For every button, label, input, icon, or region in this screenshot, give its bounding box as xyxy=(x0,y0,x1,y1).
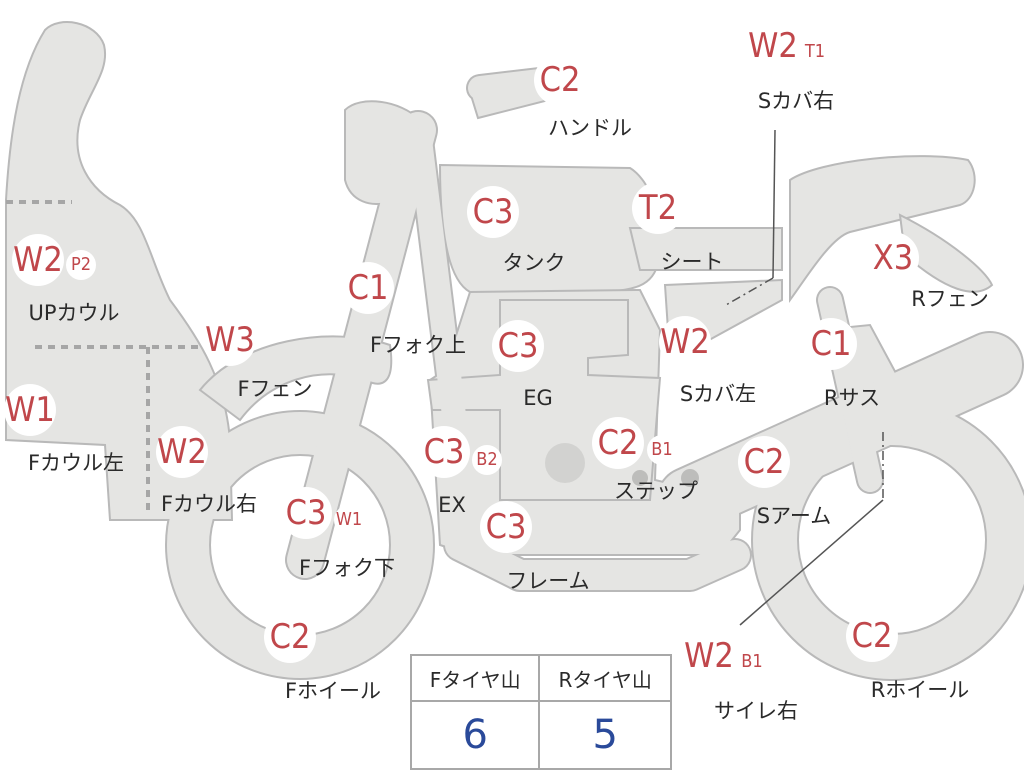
label-front-fork-lower: Fフォク下 xyxy=(298,556,396,580)
label-silencer-right: サイレ右 xyxy=(714,699,798,723)
sub-grade-silencer-right: B1 xyxy=(737,647,767,677)
sub-grade-step: B1 xyxy=(647,435,677,465)
grade-cowl-left: W1 xyxy=(4,384,56,436)
label-engine: EG xyxy=(523,386,553,410)
label-rear-fender: Rフェン xyxy=(911,287,989,311)
sub-grade-side-cover-right: T1 xyxy=(800,37,830,67)
grade-tank: C3 xyxy=(467,186,519,238)
grade-seat: T2 xyxy=(632,182,684,234)
label-step: ステップ xyxy=(614,479,698,503)
label-seat: シート xyxy=(660,250,724,274)
label-frame: フレーム xyxy=(506,569,590,593)
sub-grade-front-fork-lower: W1 xyxy=(334,505,364,535)
grade-silencer-right: W2 xyxy=(683,630,735,682)
grade-front-fork-upper: C1 xyxy=(342,262,394,314)
label-front-fork-upper: Fフォク上 xyxy=(369,333,467,357)
sub-grade-exhaust: B2 xyxy=(472,445,502,475)
grade-front-fender: W3 xyxy=(204,314,256,366)
grade-frame: C3 xyxy=(480,501,532,553)
grade-front-wheel: C2 xyxy=(264,611,316,663)
grade-exhaust: C3 xyxy=(418,426,470,478)
label-cowl-left: Fカウル左 xyxy=(27,451,125,475)
label-side-cover-left: Sカバ左 xyxy=(679,382,757,406)
tire-tread-table: Fタイヤ山 Rタイヤ山 6 5 xyxy=(409,654,672,770)
label-rear-wheel: Rホイール xyxy=(870,678,970,702)
rear-tread-header: Rタイヤ山 xyxy=(538,654,672,702)
grade-swing-arm: C2 xyxy=(738,436,790,488)
grade-rear-wheel: C2 xyxy=(846,610,898,662)
label-side-cover-right: Sカバ右 xyxy=(757,89,835,113)
grade-handlebar: C2 xyxy=(534,54,586,106)
grade-side-cover-right: W2 xyxy=(747,20,799,72)
grade-front-fork-lower: C3 xyxy=(280,487,332,539)
label-front-fender: Fフェン xyxy=(237,377,313,401)
sub-grade-upper-cowl: P2 xyxy=(66,250,96,280)
label-exhaust: EX xyxy=(438,493,466,517)
label-swing-arm: Sアーム xyxy=(756,504,832,528)
grade-side-cover-left: W2 xyxy=(659,316,711,368)
label-tank: タンク xyxy=(502,251,566,275)
grade-engine: C3 xyxy=(492,320,544,372)
grade-rear-fender: X3 xyxy=(867,232,919,284)
label-upper-cowl: UPカウル xyxy=(28,301,120,325)
grade-cowl-right: W2 xyxy=(156,426,208,478)
label-handlebar: ハンドル xyxy=(548,116,632,140)
grade-rear-suspension: C1 xyxy=(805,318,857,370)
grade-step: C2 xyxy=(592,417,644,469)
label-rear-suspension: Rサス xyxy=(823,386,881,410)
front-tread-header: Fタイヤ山 xyxy=(409,654,541,702)
grade-upper-cowl: W2 xyxy=(12,234,64,286)
front-tread-value: 6 xyxy=(409,700,541,770)
label-front-wheel: Fホイール xyxy=(284,679,382,703)
label-cowl-right: Fカウル右 xyxy=(160,492,258,516)
rear-tread-value: 5 xyxy=(538,700,672,770)
